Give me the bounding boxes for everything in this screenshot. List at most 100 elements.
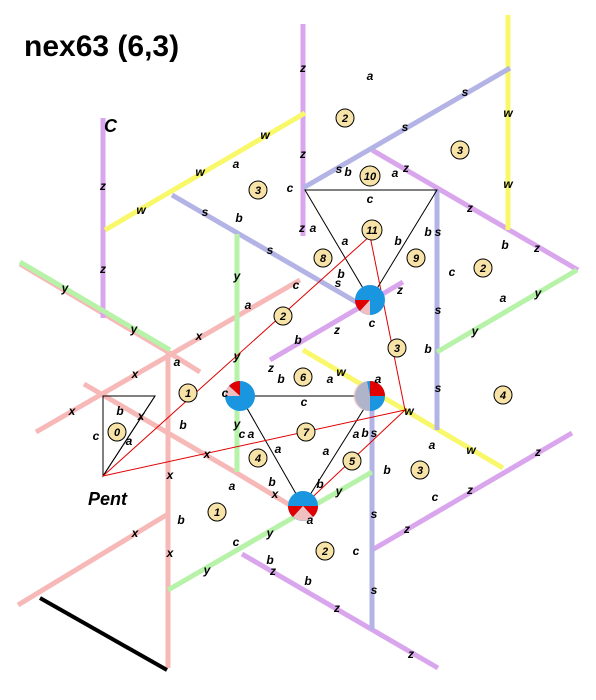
edge-letter: s [371,583,378,597]
badge-2: 2 [473,258,493,278]
edge-letter: c [301,395,308,409]
edge-letter: c [233,535,240,549]
badge-3: 3 [450,140,470,160]
badge-8: 8 [313,248,333,268]
vertex-marker [353,381,385,412]
corner-label: C [104,116,118,136]
edge-letter: c [369,316,376,330]
pent-edge [102,395,156,477]
edge-letter: b [361,426,368,440]
edge-letter: y [471,324,480,338]
svg-text:2: 2 [279,311,286,323]
edge-letter: z [466,483,473,497]
badge-2: 2 [315,541,335,561]
edge-letter: b [177,513,184,527]
edge-letter: z [396,283,403,297]
edge-letter: z [466,201,473,215]
svg-text:1: 1 [185,388,191,400]
lilac-edge [170,192,372,313]
yellow-edge [103,110,307,233]
badge-2: 2 [273,306,293,326]
edge-letter: y [203,563,212,577]
svg-text:10: 10 [364,171,377,183]
svg-text:3: 3 [457,145,463,157]
svg-text:2: 2 [321,546,328,558]
edge-letter: b [383,463,390,477]
edge-letter: c [287,181,294,195]
edge-letter: y [233,349,242,363]
edge-letter: x [203,447,212,461]
svg-text:2: 2 [341,113,348,125]
svg-text:1: 1 [214,507,220,519]
edge-letter: x [166,546,175,560]
pink-edge [82,381,237,475]
violet-edge [240,551,440,671]
edge-letter: a [174,355,181,369]
svg-text:2: 2 [479,263,486,275]
edge-letter: b [424,342,431,356]
edge-letter: s [435,303,442,317]
edge-letter: x [166,468,175,482]
svg-text:0: 0 [114,427,121,439]
edge-letter: b [277,372,284,386]
edge-letter: x [195,329,204,343]
pink-edge [166,349,202,375]
svg-text:3: 3 [394,343,400,355]
badge-5: 5 [342,451,362,471]
edge-letter: y [266,526,275,540]
violet-edge [370,147,580,273]
svg-text:4: 4 [254,453,261,465]
edge-letter: a [327,372,334,386]
edge-letter: s [335,276,342,290]
svg-text:8: 8 [320,253,327,265]
yellow-edge [301,347,505,471]
edge-letter: z [333,323,340,337]
edge-letter: c [432,490,439,504]
edge-letter: s [336,162,343,176]
svg-text:3: 3 [255,185,261,197]
badge-3: 3 [387,338,407,358]
green-edge [435,267,579,355]
edge-letter: z [533,241,540,255]
svg-text:3: 3 [417,465,423,477]
vertex-markers [225,285,385,521]
edge-letter: y [233,269,242,283]
edge-letter: c [239,427,246,441]
edge-letter: s [462,85,469,99]
badge-7: 7 [296,422,316,442]
edge-letter: a [375,372,382,386]
pent-label: Pent [88,489,128,509]
svg-text:6: 6 [300,372,307,384]
edge-letter: z [99,262,106,276]
edge-letter: z [299,61,306,75]
center-triangle [239,395,373,507]
edge-letter: a [245,298,252,312]
vertex-marker [288,491,318,521]
edge-letter: w [195,165,205,179]
edge-letter: w [404,404,414,418]
edge-letter: b [268,475,275,489]
badge-11: 11 [361,219,383,241]
violet-edge [370,430,574,553]
edge-letter: x [271,487,280,501]
edge-letter: x [131,526,140,540]
edge-letter: c [353,544,360,558]
badge-1: 1 [178,383,198,403]
vertex-marker [355,285,385,315]
edge-letter: y [233,417,242,431]
edge-letter: z [403,522,410,536]
edge-letter: c [93,429,100,443]
svg-text:7: 7 [303,427,310,439]
edge-letter: x [131,367,140,381]
edge-letter: a [429,438,436,452]
edge-letter: a [126,434,133,448]
edge-letter: b [424,225,431,239]
edge-letter: x [68,404,77,418]
edge-letter: a [367,69,374,83]
edge-letter: z [407,647,414,661]
badge-3: 3 [248,180,268,200]
edge-letter: y [130,322,139,336]
red-line [369,235,406,411]
edge-letter: a [307,513,314,527]
